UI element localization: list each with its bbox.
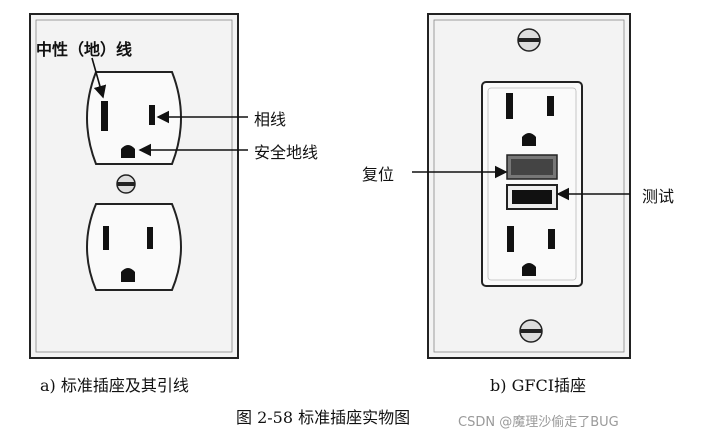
upper-receptacle [86, 71, 182, 165]
bottom-screw [519, 319, 543, 343]
standard-outlet [29, 13, 248, 359]
top-screw [517, 28, 541, 52]
ground-hole [121, 145, 135, 158]
lower-receptacle [86, 203, 182, 291]
gfci-outlet [412, 13, 631, 359]
reset-button [506, 154, 558, 180]
label-neutral: 中性（地）线 [36, 40, 133, 59]
label-test: 测试 [642, 187, 675, 206]
test-button [506, 184, 558, 210]
caption-left: a) 标准插座及其引线 [40, 376, 189, 395]
figure-caption: 图 2-58 标准插座实物图 [236, 408, 411, 427]
label-reset: 复位 [362, 165, 395, 184]
watermark: CSDN @魔理沙偷走了BUG [458, 415, 619, 430]
phase-slot [149, 105, 155, 125]
mounting-screw [116, 174, 136, 194]
label-phase: 相线 [254, 110, 287, 129]
label-safety-ground: 安全地线 [254, 143, 319, 162]
caption-right: b) GFCI插座 [490, 376, 587, 395]
neutral-slot [101, 101, 108, 131]
